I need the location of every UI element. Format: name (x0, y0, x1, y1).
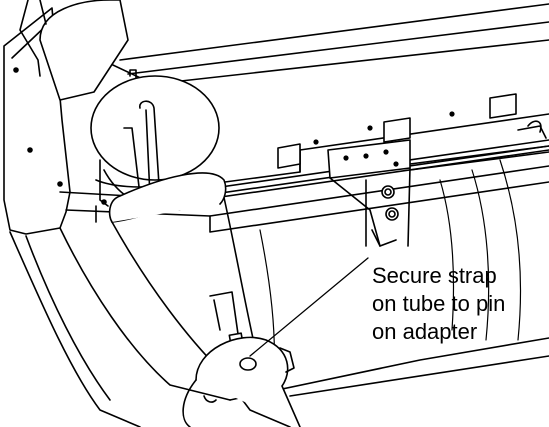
callout-line-2: on tube to pin (372, 291, 506, 316)
tube-adapter (182, 291, 301, 427)
callout-leader (249, 257, 369, 357)
lower-housing (9, 227, 549, 427)
mounting-tabs (277, 93, 547, 169)
callout-text: Secure strap on tube to pin on adapter (372, 262, 548, 346)
center-bracket (327, 139, 411, 247)
upper-tube (19, 0, 129, 101)
callout-line-1: Secure strap (372, 263, 497, 288)
callout-line-3: on adapter (372, 319, 478, 344)
main-tube (90, 69, 291, 427)
